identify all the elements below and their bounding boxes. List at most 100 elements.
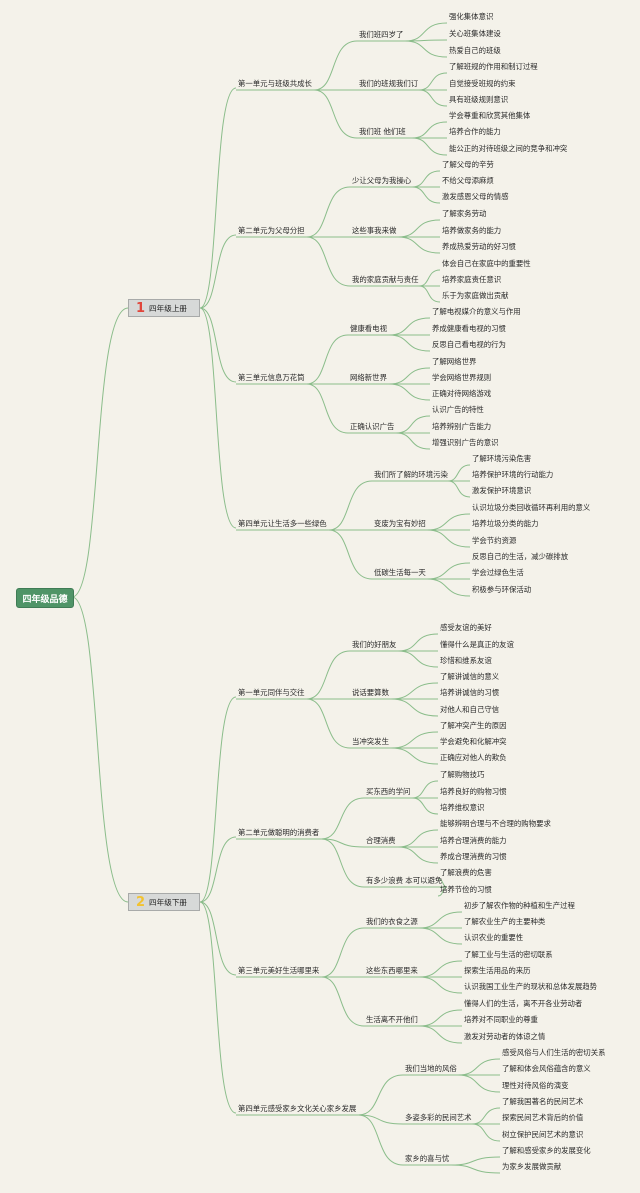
point-label[interactable]: 培养辨别广告能力: [432, 422, 492, 431]
point-label[interactable]: 了解家务劳动: [442, 209, 487, 218]
point-label[interactable]: 认识垃圾分类回收循环再利用的意义: [472, 503, 591, 512]
point-label[interactable]: 强化集体意识: [449, 12, 494, 21]
point-label[interactable]: 初步了解农作物的种植和生产过程: [464, 901, 575, 910]
point-label[interactable]: 了解父母的辛劳: [442, 160, 494, 169]
topic-label[interactable]: 我们所了解的环境污染: [374, 470, 448, 479]
topic-label[interactable]: 多姿多彩的民间艺术: [405, 1113, 472, 1122]
point-label[interactable]: 懂得人们的生活，离不开各业劳动者: [464, 999, 583, 1008]
topic-label[interactable]: 我们的班规我们订: [359, 79, 419, 88]
unit-label[interactable]: 第四单元让生活多一些绿色: [238, 519, 327, 528]
point-label[interactable]: 激发保护环境意识: [472, 486, 532, 495]
topic-label[interactable]: 买东西的学问: [366, 787, 411, 796]
point-label[interactable]: 了解我国著名的民间艺术: [502, 1097, 584, 1106]
point-label[interactable]: 培养垃圾分类的能力: [472, 519, 539, 528]
point-label[interactable]: 反思自己看电视的行为: [432, 340, 506, 349]
grade-node-lower[interactable]: 2 四年级下册: [128, 893, 200, 911]
point-label[interactable]: 对他人和自己守信: [440, 705, 500, 714]
point-label[interactable]: 为家乡发展做贡献: [502, 1162, 562, 1171]
point-label[interactable]: 珍惜和维系友谊: [440, 656, 492, 665]
point-label[interactable]: 学会节约资源: [472, 536, 517, 545]
point-label[interactable]: 能够辨明合理与不合理的购物要求: [440, 819, 551, 828]
root-node[interactable]: 四年级品德: [16, 588, 74, 608]
point-label[interactable]: 培养对不同职业的尊重: [464, 1015, 538, 1024]
point-label[interactable]: 感受风俗与人们生活的密切关系: [502, 1048, 606, 1057]
point-label[interactable]: 理性对待风俗的演变: [502, 1081, 569, 1090]
point-label[interactable]: 积极参与环保活动: [472, 585, 532, 594]
point-label[interactable]: 具有班级规则意识: [449, 95, 509, 104]
point-label[interactable]: 了解班规的作用和制订过程: [449, 62, 538, 71]
point-label[interactable]: 学会避免和化解冲突: [440, 737, 507, 746]
point-label[interactable]: 养成热爱劳动的好习惯: [442, 242, 516, 251]
point-label[interactable]: 了解农业生产的主要种类: [464, 917, 546, 926]
point-label[interactable]: 激发对劳动者的体谅之情: [464, 1032, 546, 1041]
point-label[interactable]: 学会过绿色生活: [472, 568, 524, 577]
topic-label[interactable]: 家乡的喜与忧: [405, 1154, 450, 1163]
point-label[interactable]: 培养保护环境的行动能力: [472, 470, 554, 479]
point-label[interactable]: 学会网络世界规则: [432, 373, 492, 382]
grade-node-upper[interactable]: 1 四年级上册: [128, 299, 200, 317]
point-label[interactable]: 了解网络世界: [432, 357, 477, 366]
point-label[interactable]: 体会自己在家庭中的重要性: [442, 259, 531, 268]
topic-label[interactable]: 我们当地的风俗: [405, 1064, 457, 1073]
topic-label[interactable]: 生活离不开他们: [366, 1015, 418, 1024]
point-label[interactable]: 培养良好的购物习惯: [440, 787, 507, 796]
point-label[interactable]: 学会尊重和欣赏其他集体: [449, 111, 531, 120]
point-label[interactable]: 激发感恩父母的情感: [442, 192, 509, 201]
point-label[interactable]: 反思自己的生活，减少碳排放: [472, 552, 569, 561]
topic-label[interactable]: 我们班 他们班: [359, 127, 406, 136]
unit-label[interactable]: 第三单元美好生活哪里来: [238, 966, 320, 975]
point-label[interactable]: 养成合理消费的习惯: [440, 852, 507, 861]
point-label[interactable]: 培养节俭的习惯: [440, 885, 492, 894]
point-label[interactable]: 培养家庭责任意识: [442, 275, 502, 284]
topic-label[interactable]: 合理消费: [366, 836, 396, 845]
point-label[interactable]: 探索民间艺术背后的价值: [502, 1113, 584, 1122]
topic-label[interactable]: 当冲突发生: [352, 737, 389, 746]
topic-label[interactable]: 少让父母为我操心: [352, 176, 412, 185]
point-label[interactable]: 培养合理消费的能力: [440, 836, 507, 845]
unit-label[interactable]: 第二单元做聪明的消费者: [238, 828, 320, 837]
topic-label[interactable]: 变废为宝有妙招: [374, 519, 426, 528]
point-label[interactable]: 养成健康看电视的习惯: [432, 324, 506, 333]
point-label[interactable]: 培养合作的能力: [449, 127, 501, 136]
topic-label[interactable]: 低碳生活每一天: [374, 568, 426, 577]
unit-label[interactable]: 第一单元同伴与交往: [238, 688, 305, 697]
point-label[interactable]: 感受友谊的美好: [440, 623, 492, 632]
point-label[interactable]: 了解冲突产生的原因: [440, 721, 507, 730]
unit-label[interactable]: 第四单元感受家乡文化关心家乡发展: [238, 1104, 357, 1113]
point-label[interactable]: 了解讲诚信的意义: [440, 672, 500, 681]
point-label[interactable]: 关心班集体建设: [449, 29, 501, 38]
point-label[interactable]: 了解环境污染危害: [472, 454, 532, 463]
point-label[interactable]: 乐于为家庭做出贡献: [442, 291, 509, 300]
point-label[interactable]: 了解购物技巧: [440, 770, 485, 779]
topic-label[interactable]: 有多少浪费 本可以避免: [366, 876, 443, 885]
point-label[interactable]: 能公正的对待班级之间的竞争和冲突: [449, 144, 568, 153]
topic-label[interactable]: 健康看电视: [350, 324, 387, 333]
point-label[interactable]: 正确应对他人的欺负: [440, 753, 507, 762]
point-label[interactable]: 认识广告的特性: [432, 405, 484, 414]
point-label[interactable]: 认识我国工业生产的现状和总体发展趋势: [464, 982, 598, 991]
point-label[interactable]: 了解和体会风俗蕴含的意义: [502, 1064, 591, 1073]
point-label[interactable]: 了解电视媒介的意义与作用: [432, 307, 521, 316]
topic-label[interactable]: 我的家庭贡献与责任: [352, 275, 419, 284]
point-label[interactable]: 培养做家务的能力: [442, 226, 502, 235]
unit-label[interactable]: 第二单元为父母分担: [238, 226, 305, 235]
topic-label[interactable]: 网络新世界: [350, 373, 387, 382]
point-label[interactable]: 增强识别广告的意识: [432, 438, 499, 447]
topic-label[interactable]: 这些事我来做: [352, 226, 397, 235]
point-label[interactable]: 不给父母添麻烦: [442, 176, 494, 185]
topic-label[interactable]: 说话要算数: [352, 688, 389, 697]
point-label[interactable]: 了解和感受家乡的发展变化: [502, 1146, 591, 1155]
point-label[interactable]: 探索生活用品的来历: [464, 966, 531, 975]
topic-label[interactable]: 正确认识广告: [350, 422, 395, 431]
point-label[interactable]: 懂得什么是真正的友谊: [440, 640, 514, 649]
point-label[interactable]: 树立保护民间艺术的意识: [502, 1130, 584, 1139]
topic-label[interactable]: 这些东西哪里来: [366, 966, 418, 975]
point-label[interactable]: 了解工业与生活的密切联系: [464, 950, 553, 959]
point-label[interactable]: 自觉接受班规的约束: [449, 79, 516, 88]
point-label[interactable]: 了解浪费的危害: [440, 868, 492, 877]
topic-label[interactable]: 我们班四岁了: [359, 30, 404, 39]
point-label[interactable]: 正确对待网络游戏: [432, 389, 492, 398]
point-label[interactable]: 认识农业的重要性: [464, 933, 524, 942]
point-label[interactable]: 培养讲诚信的习惯: [440, 688, 500, 697]
topic-label[interactable]: 我们的衣食之源: [366, 917, 418, 926]
